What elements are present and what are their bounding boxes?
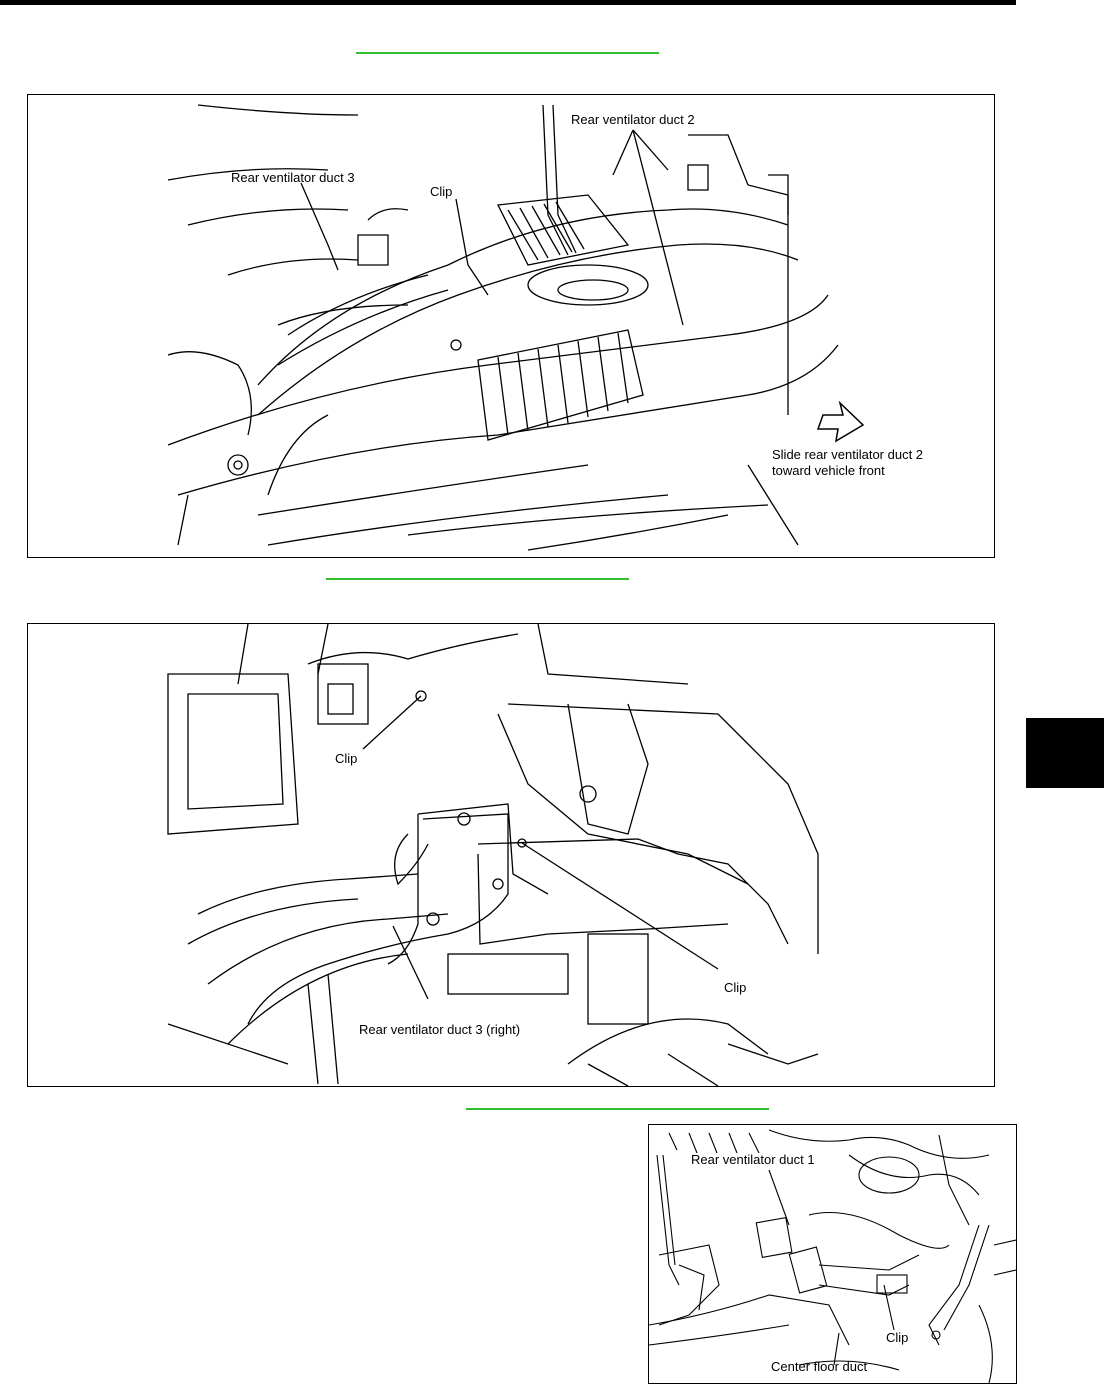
label-clip: Clip xyxy=(886,1330,909,1345)
link-underline-1[interactable] xyxy=(356,52,659,54)
figure2-drawing xyxy=(167,624,819,1086)
figure-rear-ventilator-duct-1: Rear ventilator duct 1 Clip Center floor… xyxy=(648,1124,1017,1384)
label-slide-line-1: Slide rear ventilator duct 2 xyxy=(772,447,924,462)
label-rear-ventilator-duct-2: Rear ventilator duct 2 xyxy=(571,112,695,127)
section-tab xyxy=(1026,718,1104,788)
label-clip: Clip xyxy=(430,184,453,199)
label-center-floor-duct: Center floor duct xyxy=(771,1359,868,1374)
link-underline-2[interactable] xyxy=(326,578,629,580)
label-clip-lower: Clip xyxy=(724,980,747,995)
label-slide-line-2: toward vehicle front xyxy=(772,463,885,478)
label-clip-upper: Clip xyxy=(335,751,358,766)
figure3-drawing xyxy=(649,1129,1016,1383)
label-rear-ventilator-duct-1: Rear ventilator duct 1 xyxy=(691,1152,815,1167)
figure-rear-ventilator-duct-3-right: Clip Clip Rear ventilator duct 3 (right) xyxy=(27,623,995,1087)
link-underline-3[interactable] xyxy=(466,1108,769,1110)
arrow-right-icon xyxy=(816,400,865,443)
label-rear-ventilator-duct-3: Rear ventilator duct 3 xyxy=(231,170,355,185)
figure-rear-ventilator-duct-2: Rear ventilator duct 2 Rear ventilator d… xyxy=(27,94,995,558)
label-rear-ventilator-duct-3-right: Rear ventilator duct 3 (right) xyxy=(359,1022,521,1037)
top-rule xyxy=(0,0,1016,5)
figure1-drawing xyxy=(167,104,865,551)
